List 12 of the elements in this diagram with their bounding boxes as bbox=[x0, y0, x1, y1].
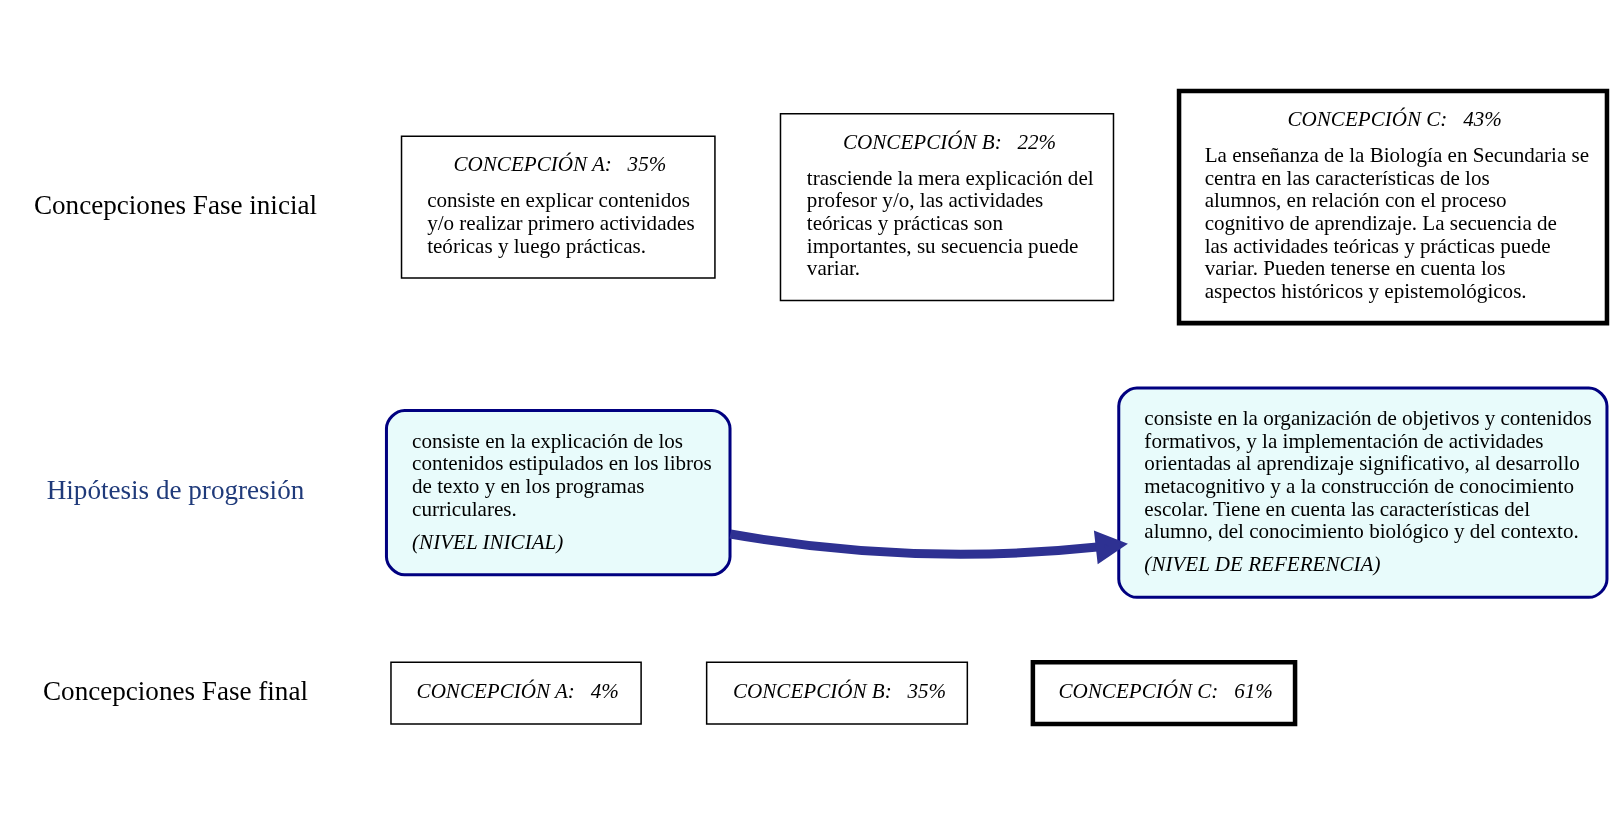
node-box: consiste en la organización de objetivos y contenidos formativos, y la implementación de actividades orientadas al aprendizaje significativo, al desarrollo metacognitivo y a la construcción de conocimiento escolar. Tiene en cuenta las características del alumno, del conocimiento biológico y del contexto. (NIVEL DE REFERENCIA) bbox=[1116, 385, 1608, 599]
node-box: CONCEPCIÓN A: 4% bbox=[389, 660, 642, 725]
node-box: CONCEPCIÓN B: 22% trasciende la mera explicación del profesor y/o, las actividades teóricas y prácticas son importantes, su secuencia puede variar. bbox=[779, 112, 1114, 301]
node-box: CONCEPCIÓN C: 43% La enseñanza de la Biología en Secundaria se centra en las características de los alumnos, en relación con el proceso cognitivo de aprendizaje. La secuencia de las actividades teóricas y prácticas puede variar. Pueden tenerse en cuenta los aspectos históricos y epistemológicos. bbox=[1176, 88, 1609, 325]
node-box: CONCEPCIÓN B: 35% bbox=[705, 660, 968, 725]
label: Concepciones Fase final bbox=[42, 675, 308, 706]
node-box: CONCEPCIÓN C: 61% bbox=[1030, 659, 1297, 726]
label: Concepciones Fase inicial bbox=[33, 189, 317, 220]
arrow bbox=[729, 529, 1128, 564]
node-box: consiste en la explicación de los contenidos estipulados en los libros de texto y en los programas curriculares. (NIVEL INICIAL) bbox=[384, 408, 731, 576]
node-box: CONCEPCIÓN A: 35% consiste en explicar contenidos y/o realizar primero actividades teóricas y luego prácticas. bbox=[400, 135, 716, 279]
label: Hipótesis de progresión bbox=[46, 474, 304, 505]
